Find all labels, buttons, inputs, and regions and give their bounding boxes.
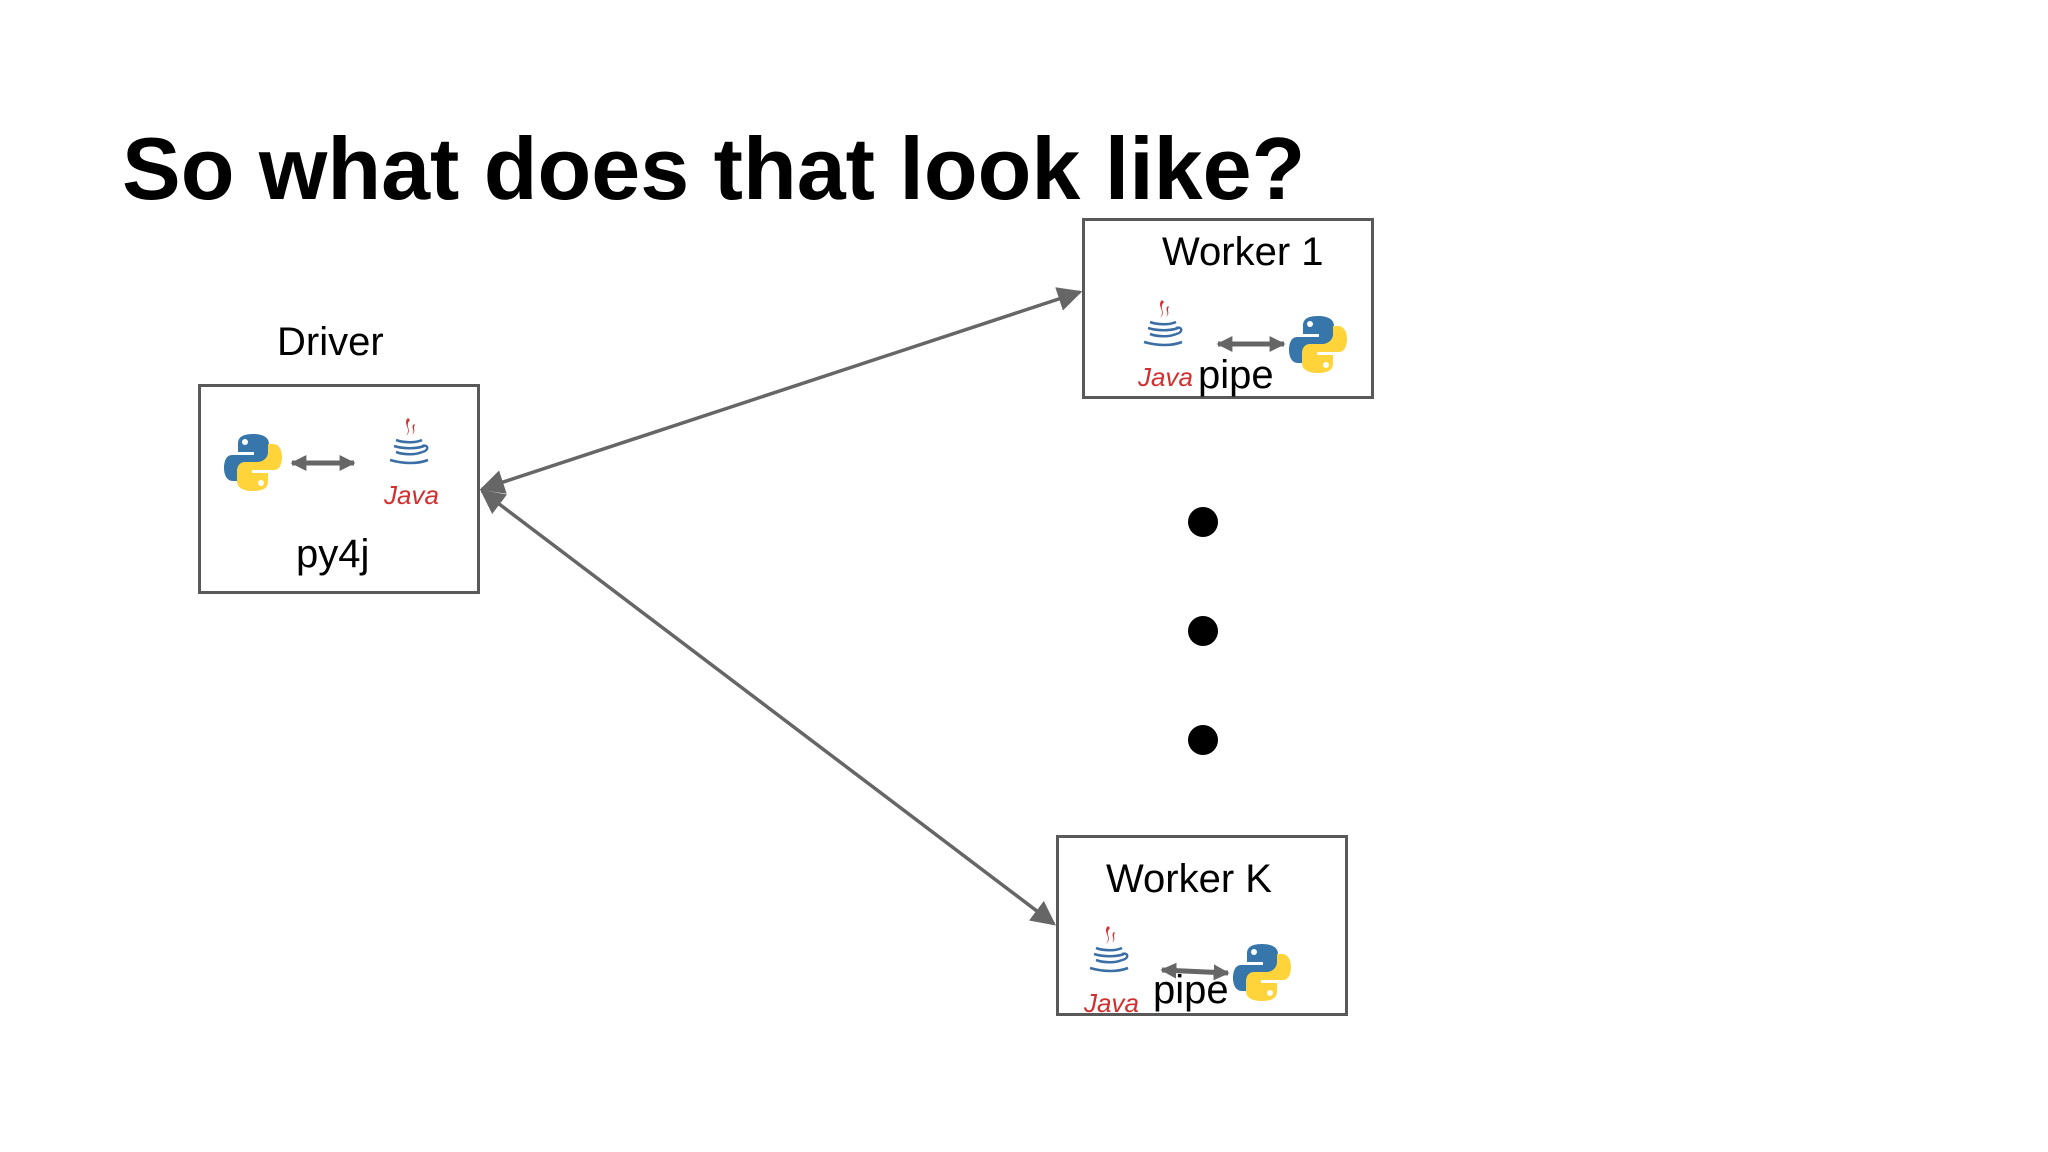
driver-box [198,384,480,594]
worker-k-bridge-arrow [1160,962,1230,981]
java-logo-text: Java [1083,988,1139,1018]
worker-1-bridge-label: pipe [1198,353,1274,397]
python-logo-icon [224,434,282,491]
java-logo-icon [1142,298,1184,347]
python-logo-icon [1233,944,1291,1001]
java-logo-text: Java [383,480,439,510]
worker-k-label: Worker K [1106,857,1272,901]
driver-label: Driver [277,320,384,364]
java-logo-icon [388,416,430,465]
driver-bridge-label: py4j [296,532,370,576]
worker-1-box [1082,218,1374,399]
ellipsis-dot [1188,507,1218,537]
java-logo-icon [1088,924,1130,973]
ellipsis-dot [1188,616,1218,646]
arrow-driver-worker-1 [479,287,1083,494]
worker-k-box [1056,835,1348,1016]
java-logo-text: Java [1137,362,1193,392]
ellipsis-dot [1188,725,1218,755]
arrow-driver-worker-k [480,489,1056,926]
worker-1-label: Worker 1 [1162,230,1324,274]
python-logo-icon [1289,316,1347,373]
slide-title: So what does that look like? [122,119,1306,218]
